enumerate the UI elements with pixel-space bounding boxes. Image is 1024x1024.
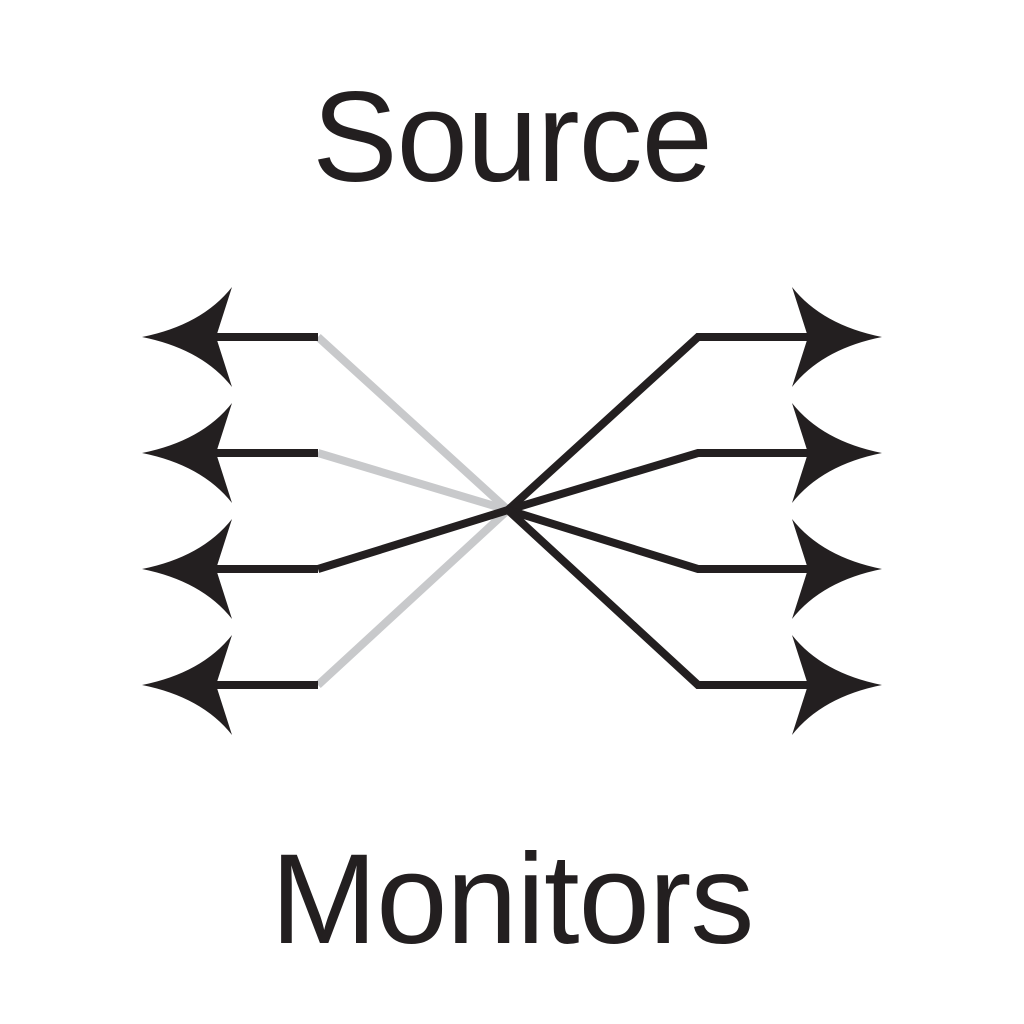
- right-arrowhead-icon-4: [792, 635, 882, 735]
- right-connection-lines: [505, 333, 812, 689]
- left-arrowhead-icon-3: [142, 519, 232, 619]
- left-arrowhead-icon-1: [142, 287, 232, 387]
- monitors-label: Monitors: [270, 828, 755, 971]
- right-arrowhead-icon-3: [792, 519, 882, 619]
- right-arrowheads: [792, 287, 882, 735]
- left-arrowheads: [142, 287, 232, 735]
- right-connection-line-2: [506, 449, 812, 514]
- right-connection-line-3: [506, 506, 812, 573]
- left-diagonal-4: [315, 507, 511, 688]
- source-label: Source: [312, 66, 713, 209]
- left-diagonal-3: [316, 506, 510, 573]
- right-connection-line-1: [505, 333, 812, 513]
- left-arrowhead-icon-2: [142, 403, 232, 503]
- left-diagonal-1: [315, 334, 511, 513]
- left-arrowhead-icon-4: [142, 635, 232, 735]
- right-connection-line-4: [505, 507, 812, 689]
- right-arrowhead-icon-2: [792, 403, 882, 503]
- left-connection-lines: [210, 333, 511, 689]
- left-diagonal-2: [316, 449, 510, 514]
- right-arrowhead-icon-1: [792, 287, 882, 387]
